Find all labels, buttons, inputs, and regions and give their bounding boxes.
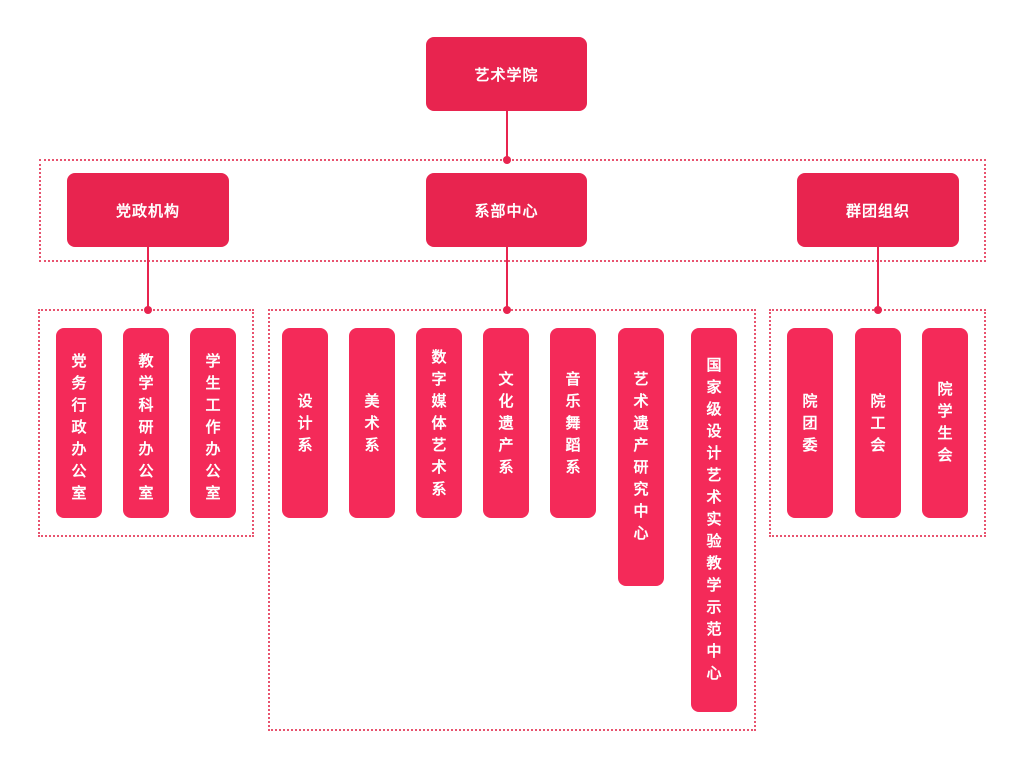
node-departments: 系部中心 [426,173,587,247]
leaf-student-union: 院学生会 [922,328,968,518]
node-mass-orgs: 群团组织 [797,173,959,247]
level2-group-box [39,159,986,262]
root-node: 艺术学院 [426,37,587,111]
node-party-admin: 党政机构 [67,173,229,247]
leaf-labor-union: 院工会 [855,328,901,518]
connector-dot-root [503,156,511,164]
leaf-student-affairs-office: 学生工作办公室 [190,328,236,518]
leaf-digital-media-dept: 数字媒体艺术系 [416,328,462,518]
connector-party [147,246,149,311]
connector-dot-departments [503,306,511,314]
leaf-cultural-heritage-dept: 文化遗产系 [483,328,529,518]
connector-departments [506,246,508,311]
leaf-national-design-lab-center: 国家级设计艺术实验教学示范中心 [691,328,737,712]
connector-root [506,110,508,160]
leaf-fine-arts-dept: 美术系 [349,328,395,518]
departments-group-box [268,309,756,731]
connector-dot-mass-orgs [874,306,882,314]
leaf-design-dept: 设计系 [282,328,328,518]
leaf-art-heritage-research-center: 艺术遗产研究中心 [618,328,664,586]
connector-dot-party [144,306,152,314]
leaf-youth-league: 院团委 [787,328,833,518]
leaf-music-dance-dept: 音乐舞蹈系 [550,328,596,518]
leaf-party-affairs-office: 党务行政办公室 [56,328,102,518]
leaf-teaching-research-office: 教学科研办公室 [123,328,169,518]
connector-mass-orgs [877,246,879,311]
